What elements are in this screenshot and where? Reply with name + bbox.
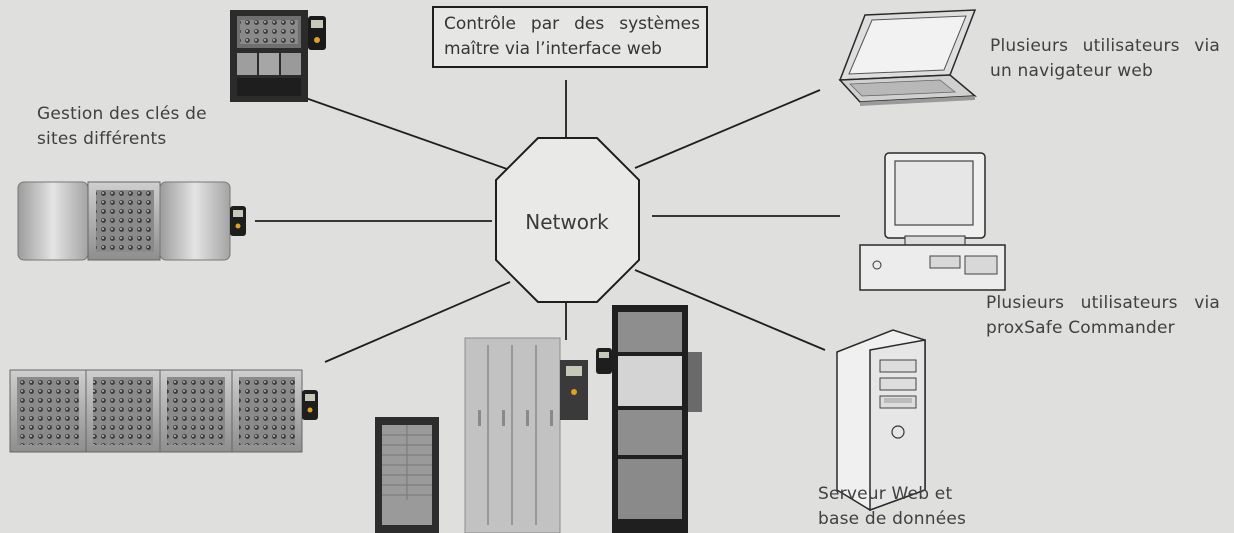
multi-site-label: Gestion des clés de sites différents — [37, 102, 237, 152]
network-hub: Network — [495, 137, 640, 303]
commander-users-line-1: Plusieurs utilisateurs via — [986, 293, 1220, 313]
laptop — [838, 9, 977, 106]
web-users-line-2: un navigateur web — [990, 61, 1153, 81]
connector-4-panel-cabinet — [324, 281, 511, 363]
connector-server — [634, 269, 826, 351]
control-line-1: Contrôle par des systèmes — [444, 14, 700, 34]
key-cabinet-4-panel — [9, 369, 318, 453]
multi-site-line-1: Gestion des clés de — [37, 104, 207, 124]
locker-group — [375, 305, 702, 533]
connector-laptop — [634, 89, 821, 169]
network-label: Network — [525, 210, 609, 234]
server-line-1: Serveur Web et — [818, 484, 953, 504]
control-line-2: maître via l’interface web — [444, 39, 662, 59]
desktop-pc — [859, 152, 1006, 291]
connector-lines — [255, 80, 840, 363]
key-cabinet-top — [230, 10, 326, 102]
multi-site-line-2: sites différents — [37, 129, 167, 149]
key-cabinet-3-panel — [17, 181, 246, 261]
commander-users-label: Plusieurs utilisateurs via proxSafe Comm… — [986, 291, 1220, 341]
server-tower — [836, 329, 926, 512]
server-label: Serveur Web et base de données — [818, 482, 988, 532]
commander-users-line-2: proxSafe Commander — [986, 318, 1175, 338]
connector-top-cabinet — [296, 94, 511, 171]
web-users-label: Plusieurs utilisateurs via un navigateur… — [990, 34, 1220, 84]
control-systems-box: Contrôle par des systèmes maître via l’i… — [432, 6, 708, 68]
web-users-line-1: Plusieurs utilisateurs via — [990, 36, 1220, 56]
server-line-2: base de données — [818, 509, 967, 529]
